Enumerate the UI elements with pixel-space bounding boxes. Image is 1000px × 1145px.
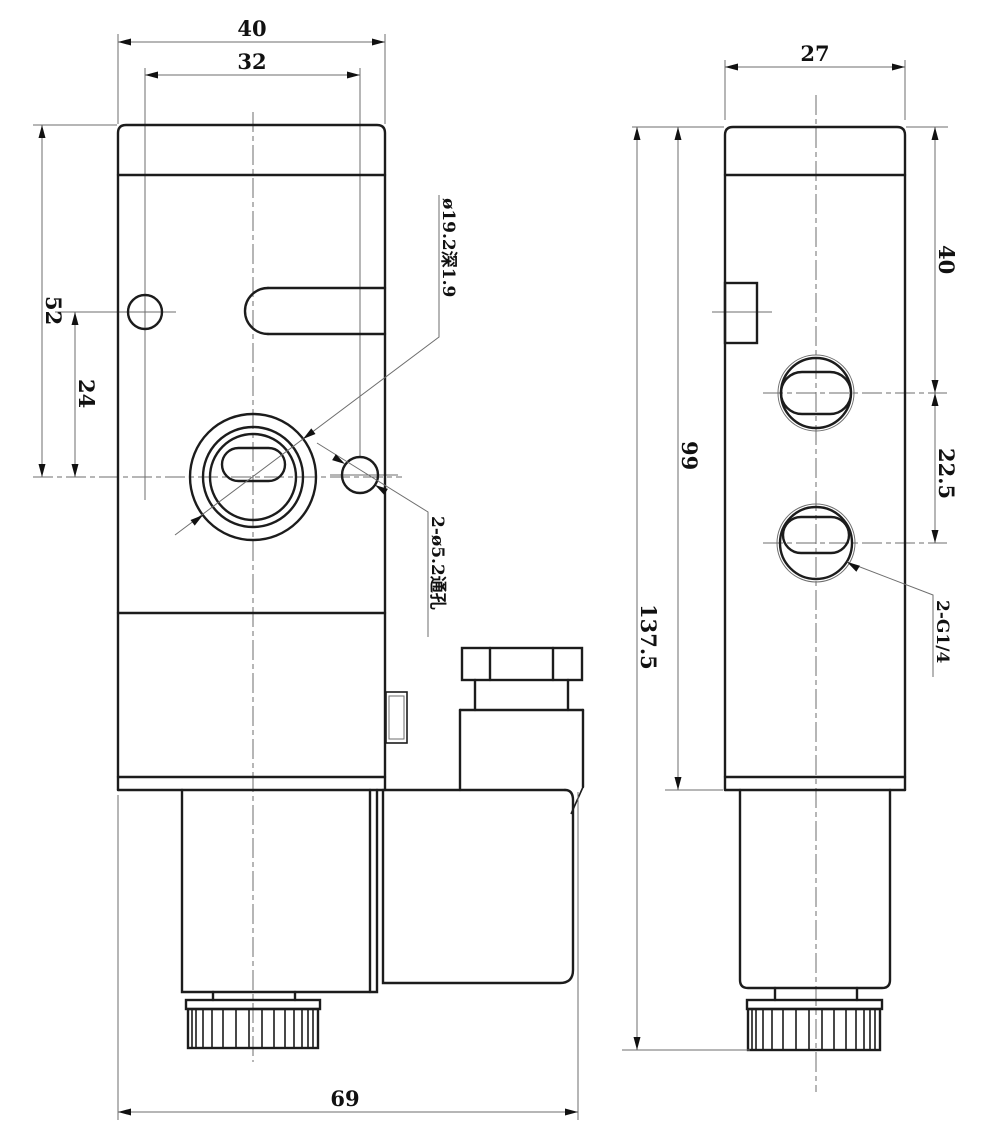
dim-label-99: 99 (677, 441, 702, 470)
right-edge-tab (385, 691, 408, 744)
dim-label-52: 52 (41, 296, 66, 325)
side-slot (243, 286, 387, 336)
dim-front-overall-69: 69 (117, 792, 579, 1120)
note-counterbore-leader: ø19.2深1.9 (174, 195, 459, 536)
note-through-holes-leader: 2-ø5.2通孔 (316, 442, 447, 637)
valve-body-front (116, 123, 567, 792)
note-through-holes-label: 2-ø5.2通孔 (427, 516, 447, 610)
dim-label-32: 32 (237, 49, 266, 74)
dim-side-40: 40 (931, 127, 959, 393)
mounting-hole-left (126, 293, 164, 331)
valve-body-side (723, 125, 907, 792)
dim-label-24: 24 (74, 379, 99, 408)
dim-front-hole-spacing-32: 32 (145, 49, 360, 79)
dim-side-width-27: 27 (724, 41, 906, 120)
front-view-centerlines (33, 68, 402, 1062)
thread-port-1 (777, 354, 855, 432)
dim-label-69: 69 (330, 1086, 359, 1111)
note-thread-ports-label: 2-G1/4 (932, 600, 952, 663)
dim-front-width-40: 40 (117, 16, 386, 124)
thread-port-2 (776, 503, 856, 583)
solenoid-coil-side (738, 788, 892, 1052)
dim-side-22-5: 22.5 (931, 393, 959, 543)
dim-label-40: 40 (237, 16, 266, 41)
front-view: 40 32 52 24 69 (33, 16, 585, 1120)
solenoid-coil-front (180, 788, 379, 1050)
note-thread-ports-leader: 2-G1/4 (845, 558, 952, 677)
dim-front-52: 52 (33, 124, 117, 477)
side-view: 27 40 22.5 99 (622, 41, 959, 1092)
dim-label-22-5: 22.5 (934, 448, 959, 499)
knurled-nut-front (191, 1009, 314, 1048)
knurled-nut-side (751, 1009, 876, 1050)
dim-side-99: 99 (665, 127, 723, 791)
dim-label-27: 27 (800, 41, 829, 66)
din-connector (381, 646, 585, 985)
dim-side-137-5: 137.5 (622, 127, 750, 1051)
mounting-hole-right (340, 455, 380, 495)
dim-label-137-5: 137.5 (636, 604, 661, 670)
note-counterbore-label: ø19.2深1.9 (438, 198, 459, 297)
side-edge-tab (723, 281, 759, 345)
dim-front-24: 24 (71, 312, 99, 477)
counterbore-port (188, 412, 318, 542)
side-view-centerlines (712, 95, 947, 1092)
dim-label-side-40: 40 (934, 245, 959, 274)
